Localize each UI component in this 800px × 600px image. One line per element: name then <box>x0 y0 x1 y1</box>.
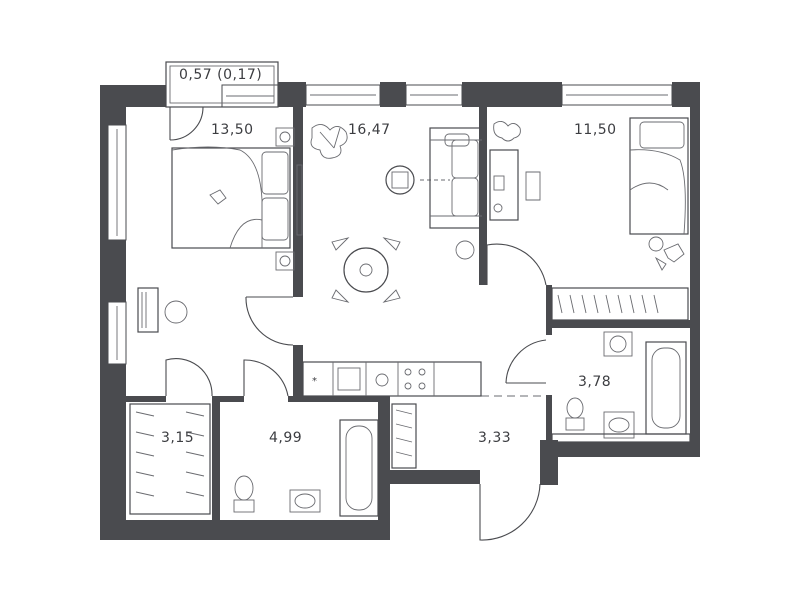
walls <box>100 82 700 540</box>
plant-icon-right <box>493 121 521 142</box>
fridge-icon: * <box>312 376 318 387</box>
dining-table <box>331 237 401 303</box>
balcony <box>165 61 279 141</box>
room-area-bathroom-main: 4,99 <box>269 430 302 446</box>
doors <box>165 243 547 541</box>
plant-icon <box>310 124 348 159</box>
wardrobe-hallway <box>391 403 417 469</box>
cooktop-icon <box>404 368 426 390</box>
room-area-hallway: 3,33 <box>478 430 511 446</box>
room-area-balcony: 0,57 (0,17) <box>179 67 262 83</box>
tv-panel <box>296 164 303 236</box>
room-area-bedroom-left: 13,50 <box>211 122 254 138</box>
toilet-small-icon <box>565 397 585 431</box>
basin-small-icon <box>603 411 635 439</box>
nightstand-bottom-icon <box>275 251 295 271</box>
sink-icon <box>337 367 361 391</box>
floor-lamp-icon <box>455 240 475 260</box>
double-bed-right <box>629 117 689 235</box>
toys-icon <box>648 236 685 271</box>
bathtub-small <box>645 341 687 435</box>
room-area-bedroom-right: 11,50 <box>574 122 617 138</box>
bathtub-main <box>339 419 379 517</box>
nightstand-top-icon <box>275 127 295 147</box>
bath-ledge <box>551 433 691 443</box>
desk-chair-left <box>137 287 188 333</box>
washing-machine-icon <box>603 331 633 357</box>
wardrobe-storage <box>129 403 211 515</box>
desk-right <box>489 149 541 221</box>
room-area-bathroom-small: 3,78 <box>578 374 611 390</box>
dishwasher-icon <box>375 373 389 387</box>
room-area-storage: 3,15 <box>161 430 194 446</box>
area-labels: 0,57 (0,17) 13,50 16,47 11,50 3,15 4,99 … <box>161 67 617 446</box>
wardrobe-right <box>551 287 689 321</box>
interior-walls <box>126 107 690 526</box>
double-bed-left <box>171 146 291 249</box>
toilet-main-icon <box>233 475 255 513</box>
basin-main-icon <box>289 489 321 513</box>
sofa <box>429 127 483 229</box>
coffee-table <box>385 165 450 195</box>
room-area-living-kitchen: 16,47 <box>348 122 391 138</box>
kitchen-counter <box>302 361 482 397</box>
